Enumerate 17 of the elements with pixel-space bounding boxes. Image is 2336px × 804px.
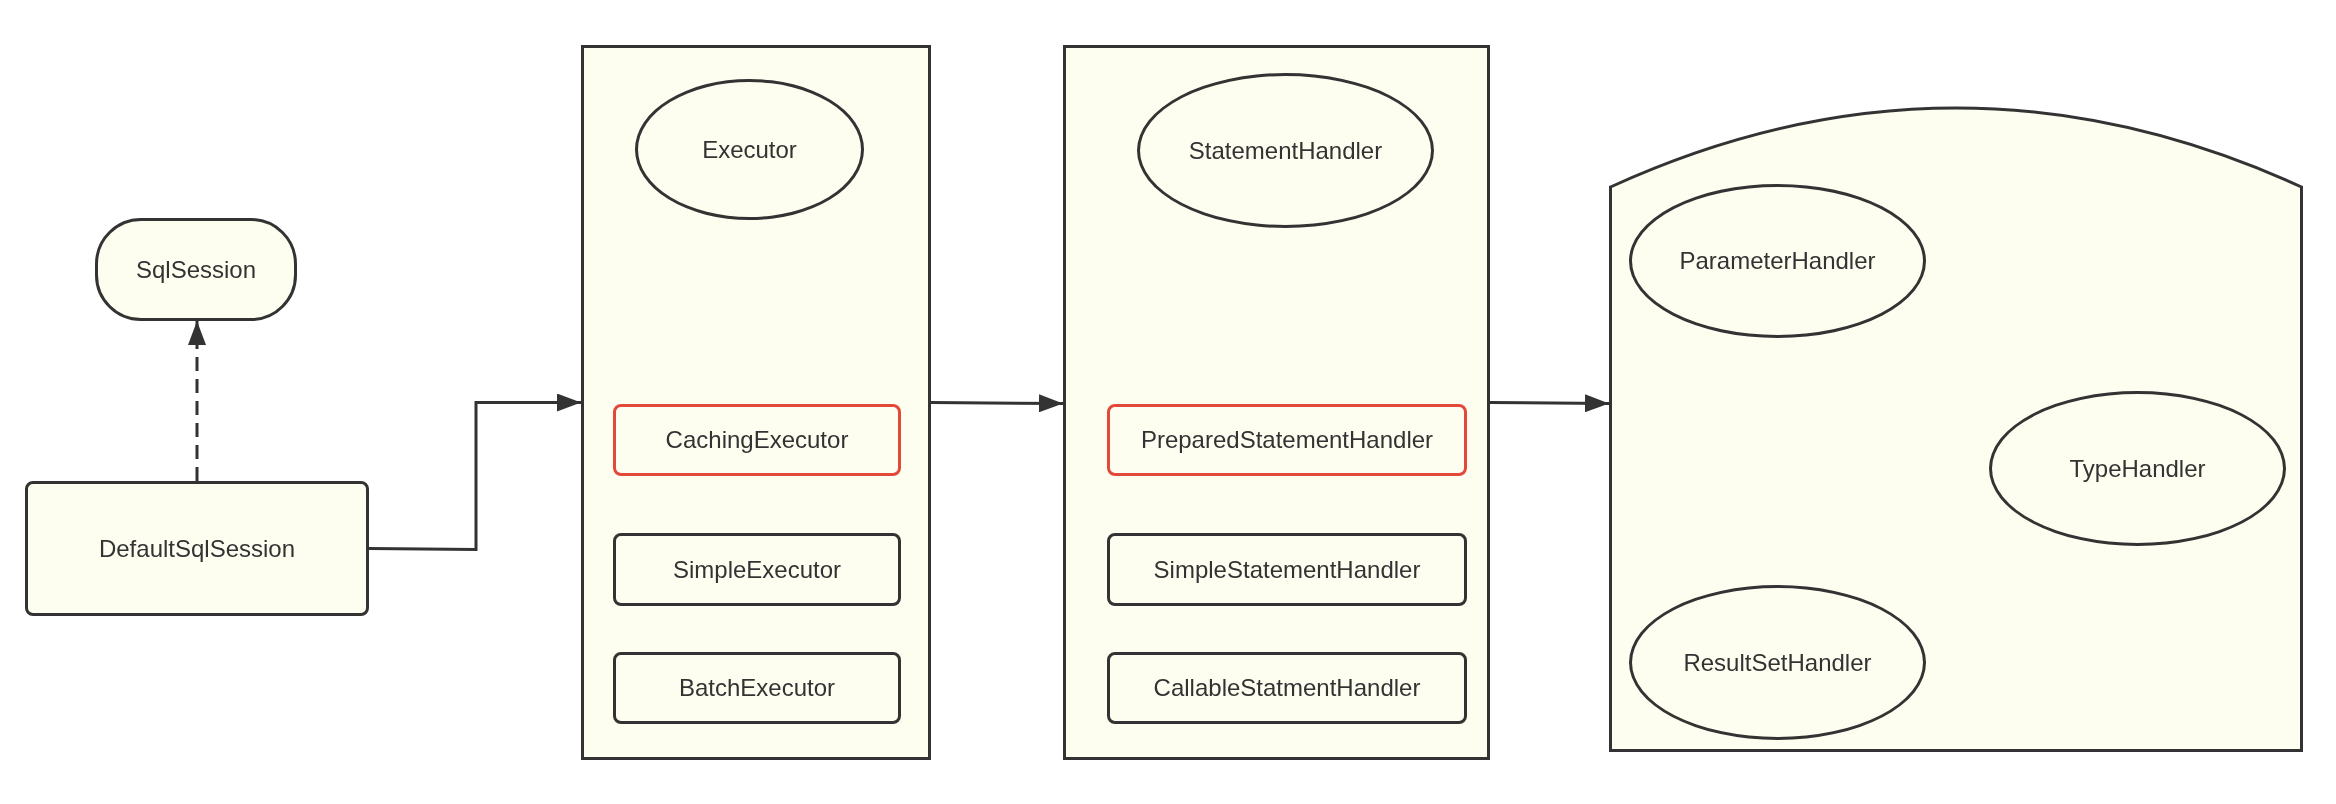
process-box: SimpleExecutor (613, 533, 901, 606)
process-box: BatchExecutor (613, 652, 901, 724)
arrow (369, 393, 581, 551)
arrow (1490, 394, 1609, 413)
container-box (1063, 45, 1490, 760)
ellipse-node: StatementHandler (1137, 73, 1434, 228)
process-box: CallableStatmentHandler (1107, 652, 1467, 724)
arrow (188, 321, 206, 481)
arrow (931, 394, 1063, 413)
arched-container (1609, 105, 2303, 752)
process-box: DefaultSqlSession (25, 481, 369, 616)
pill-node: SqlSession (95, 218, 297, 321)
container-box (581, 45, 931, 760)
ellipse-node: Executor (635, 79, 864, 220)
process-box: SimpleStatementHandler (1107, 533, 1467, 606)
process-box: CachingExecutor (613, 404, 901, 476)
process-box: PreparedStatementHandler (1107, 404, 1467, 476)
